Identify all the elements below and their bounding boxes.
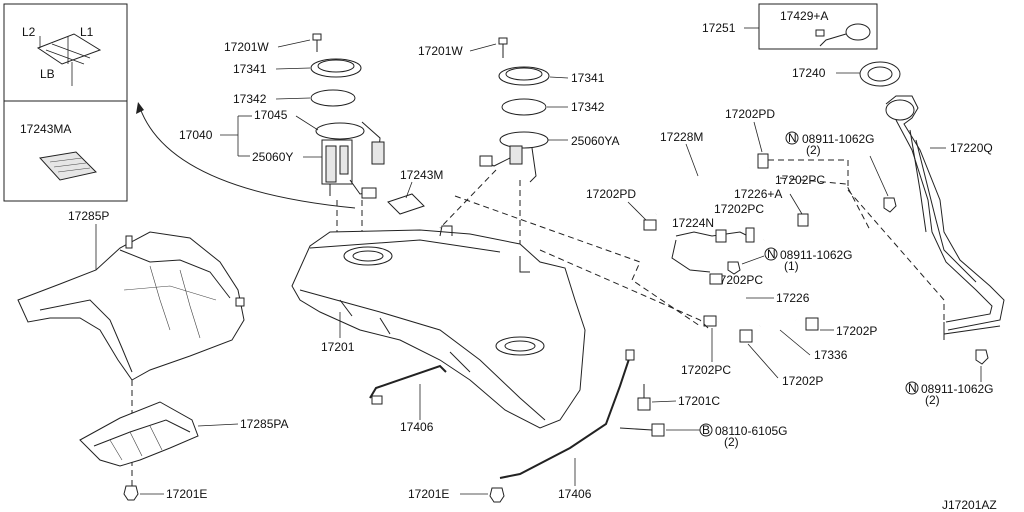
clip-17202pd-left <box>643 219 657 231</box>
fuel-tank-17201 <box>291 225 586 429</box>
heat-shield-17285p <box>17 231 245 381</box>
clip-17202p-a <box>805 317 819 331</box>
part-label-17045: 17045 <box>254 108 288 122</box>
bolt-08911-a <box>883 197 897 213</box>
n-circle-icon-a: N <box>788 131 797 145</box>
part-label-17202pc-e: 17202PC <box>681 363 731 377</box>
part-label-17240: 17240 <box>792 66 826 80</box>
part-label-17202pd-top: 17202PD <box>725 107 775 121</box>
part-label-25060y: 25060Y <box>252 150 293 164</box>
part-label-17341-right: 17341 <box>571 71 605 85</box>
hose-17226 <box>717 287 744 325</box>
box-17251 <box>758 3 878 50</box>
bolt-17201c <box>637 384 651 411</box>
leader-arrow-inset <box>139 107 356 209</box>
part-label-17406-right: 17406 <box>558 487 592 501</box>
clip-17202pd-top <box>757 153 769 169</box>
lock-ring-17341-left <box>310 58 362 78</box>
n-circle-icon-b: N <box>767 247 776 261</box>
part-label-17201e-left: 17201E <box>166 487 207 501</box>
left-pump-assembly <box>310 33 385 236</box>
part-label-17285pa: 17285PA <box>240 417 289 431</box>
clip-17202pc-d <box>709 273 723 285</box>
strap-17406-left <box>369 364 447 405</box>
part-label-17429a: 17429+A <box>780 9 828 23</box>
part-label-17342-left: 17342 <box>233 92 267 106</box>
bolt-08911-c <box>975 349 989 365</box>
heat-shield-17285pa <box>79 401 199 467</box>
part-label-17226: 17226 <box>776 291 810 305</box>
part-label-17220q: 17220Q <box>950 141 993 155</box>
part-label-08110-6105g: 08110-6105G <box>715 424 788 438</box>
label-sheet-17243ma <box>39 151 97 181</box>
bolt-17201w-left <box>312 33 322 52</box>
part-label-17201e-right: 17201E <box>408 487 449 501</box>
part-label-17285p: 17285P <box>68 209 109 223</box>
nut-17201e-right <box>489 487 505 503</box>
right-pump-assembly <box>479 37 550 183</box>
bolt-08110 <box>619 423 665 437</box>
inset-lb-label: LB <box>40 67 55 81</box>
inset-box: L2 L1 LB 17243MA <box>3 3 128 202</box>
part-label-17202pc-b: 17202PC <box>714 202 764 216</box>
label-dimension-sketch <box>36 33 102 86</box>
part-label-17251: 17251 <box>702 21 736 35</box>
part-label-17243ma: 17243MA <box>20 122 71 136</box>
diagram-id: J17201AZ <box>942 498 997 512</box>
hose-17336 <box>758 314 797 329</box>
part-label-17040: 17040 <box>179 128 213 142</box>
part-label-08911-b: 08911-1062G <box>780 248 853 262</box>
label-sheet-17243m <box>387 193 425 215</box>
part-label-17342-right: 17342 <box>571 100 605 114</box>
hose-17226a <box>763 213 810 243</box>
hose-17228m <box>653 165 751 216</box>
filler-tube-17220q <box>885 95 1005 335</box>
n-circle-icon-c: N <box>908 381 917 395</box>
lock-ring-17341-right <box>498 66 550 86</box>
bolt-08911-b <box>727 261 741 275</box>
part-label-17202p-a: 17202P <box>836 324 877 338</box>
part-label-17201: 17201 <box>321 340 355 354</box>
filler-neck-17240 <box>859 61 901 87</box>
part-label-17341-left: 17341 <box>233 62 267 76</box>
part-label-17228m: 17228M <box>660 130 703 144</box>
part-label-08911-c: 08911-1062G <box>921 382 994 396</box>
seal-ring-17342-left <box>310 89 356 107</box>
part-label-17202pc-d: 17202PC <box>713 273 763 287</box>
clip-17202pc-e <box>703 315 717 327</box>
nut-17201e-left <box>123 485 139 501</box>
part-label-08911-b-qty: (1) <box>784 259 799 273</box>
inset-l2-label: L2 <box>22 25 36 39</box>
part-label-17336: 17336 <box>814 348 848 362</box>
filler-cap-17251 <box>815 23 871 47</box>
pump-opening-right <box>495 336 545 356</box>
fuel-pump-17045 <box>315 122 377 199</box>
strap-17406-right <box>499 349 635 479</box>
part-label-17202pd-left: 17202PD <box>586 187 636 201</box>
part-label-08911-c-qty: (2) <box>925 393 940 407</box>
inset-l1-label: L1 <box>80 25 94 39</box>
part-label-17201c: 17201C <box>678 394 720 408</box>
tube-17224n <box>671 227 755 273</box>
part-label-17201w-left: 17201W <box>224 40 269 54</box>
part-label-08110-qty: (2) <box>724 435 739 449</box>
part-label-08911-a-qty: (2) <box>806 143 821 157</box>
part-label-17406-left: 17406 <box>400 420 434 434</box>
part-label-17243m: 17243M <box>400 168 443 182</box>
seal-ring-17342-right <box>501 98 547 116</box>
part-label-17201w-right: 17201W <box>418 44 463 58</box>
pump-opening-left <box>343 246 393 266</box>
b-circle-icon: B <box>702 423 710 437</box>
part-label-17224n: 17224N <box>672 216 714 230</box>
bolt-17201w-right <box>498 37 508 58</box>
sender-25060ya <box>479 131 549 183</box>
arrowhead-icon <box>136 102 144 114</box>
part-label-08911-a: 08911-1062G <box>802 132 875 146</box>
part-label-17202p-b: 17202P <box>782 374 823 388</box>
part-label-25060ya: 25060YA <box>571 134 620 148</box>
part-label-17226a: 17226+A <box>734 187 782 201</box>
wire-harness <box>361 121 385 165</box>
clip-17202p-b <box>739 329 753 343</box>
